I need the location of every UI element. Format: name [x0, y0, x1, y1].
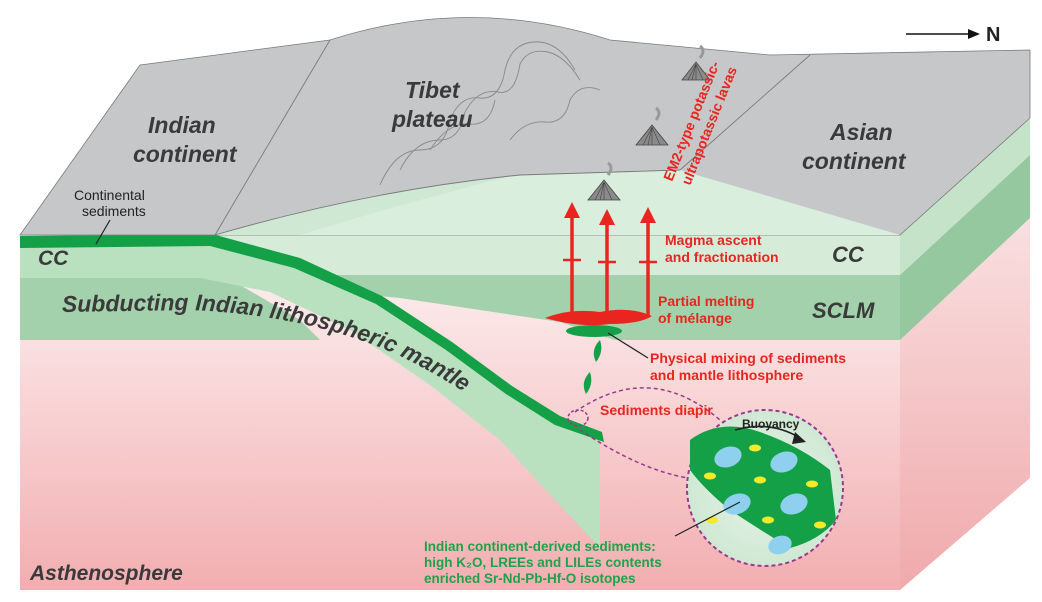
cc-side: [900, 118, 1030, 275]
derived-sediments-pointer: [674, 501, 741, 537]
zoom-source-ellipse: [567, 409, 589, 427]
derived-sediments-label-2: high K₂O, LREEs and LILEs contents: [424, 555, 662, 570]
melange-lens: [566, 325, 622, 337]
plateau-flank-shade: [215, 176, 510, 235]
buoyancy-arrowhead: [792, 432, 806, 444]
diapir-drop-1: [593, 340, 602, 362]
boundary-west: [214, 39, 331, 236]
partial-melting-label-1: Partial melting: [658, 293, 754, 309]
volcano-3: [587, 161, 621, 201]
continental-sediments-pointer: [95, 219, 111, 245]
magma-ascent-label-1: Magma ascent: [665, 232, 762, 248]
sclm-layer-front: [20, 275, 900, 340]
north-label: N: [986, 24, 1000, 46]
magma-ascent-label-2: and fractionation: [665, 249, 779, 265]
plateau-edge: [214, 169, 681, 236]
tibet-plateau-label-2: plateau: [391, 106, 473, 132]
mixing-pointer: [607, 332, 649, 359]
indian-continent-label-2: continent: [133, 141, 238, 167]
north-arrow-head: [968, 29, 980, 39]
plateau-flank: [215, 170, 900, 235]
partial-melting-label-2: of mélange: [658, 310, 732, 326]
subducting-slab: [20, 238, 600, 548]
cc-right-label: CC: [832, 242, 865, 267]
sclm-label: SCLM: [812, 298, 875, 323]
volcano-2: [635, 106, 669, 146]
asian-continent-label-2: continent: [802, 148, 907, 174]
zoom-line-bottom: [579, 429, 689, 479]
physical-mixing-label-1: Physical mixing of sediments: [650, 350, 846, 366]
tibet-plateau-label-1: Tibet: [405, 77, 461, 103]
sclm-layer-left: [20, 285, 320, 340]
physical-mixing-label-2: and mantle lithosphere: [650, 367, 803, 383]
magma-arrows: [563, 202, 657, 315]
buoyancy-label: Buoyancy: [742, 417, 800, 431]
boundary-east: [679, 54, 811, 171]
cc-left-label: CC: [38, 247, 69, 270]
continental-sediments-label-1: Continental: [74, 187, 145, 203]
asian-continent-label-1: Asian: [829, 119, 893, 145]
continental-sediments-label-2: sediments: [82, 203, 146, 219]
slab-sediment-layer: [20, 234, 604, 442]
sclm-side: [900, 155, 1030, 340]
partial-melt-zone: [545, 309, 652, 326]
volcano-1: [681, 44, 711, 81]
diapir-drop-2: [583, 372, 592, 394]
asthenosphere-label: Asthenosphere: [29, 562, 183, 585]
zoom-line-top: [574, 387, 721, 421]
derived-sediments-label-1: Indian continent-derived sediments:: [424, 539, 656, 554]
derived-sediments-label-3: enriched Sr-Nd-Pb-Hf-O isotopes: [424, 571, 636, 586]
sediments-diapir-label: Sediments diapir: [600, 402, 713, 418]
indian-continent-label-1: Indian: [148, 112, 216, 138]
mountain-contours: [379, 41, 601, 186]
